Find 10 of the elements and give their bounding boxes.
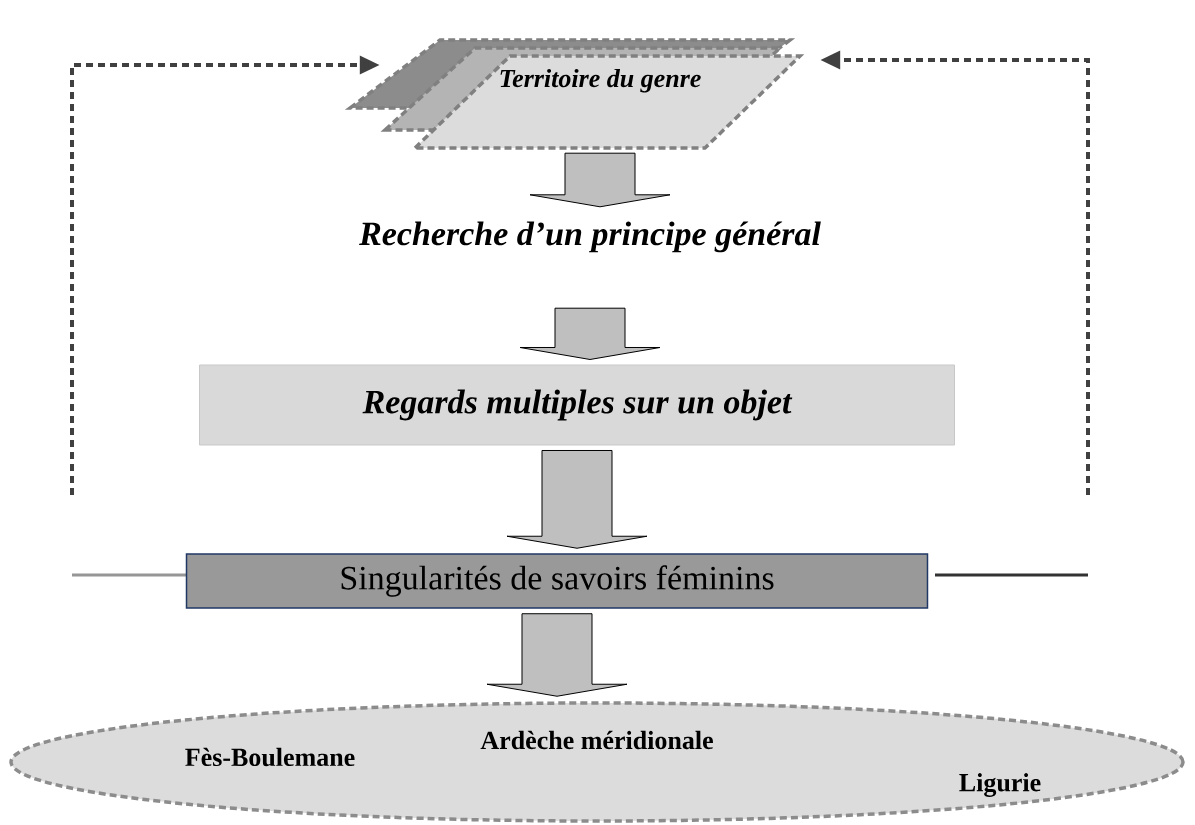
process-box: Singularités de savoirs féminins bbox=[185, 553, 929, 609]
place-name: Ligurie bbox=[959, 773, 1041, 797]
place-name: Fès-Boulemane bbox=[185, 747, 355, 767]
block-arrow bbox=[519, 307, 661, 360]
block-arrow bbox=[506, 450, 648, 549]
process-box: Regards multiples sur un objet bbox=[199, 364, 955, 446]
place-name: Ardèche méridionale bbox=[480, 730, 713, 750]
block-arrow bbox=[486, 613, 628, 697]
heading-text: Recherche d’un principe général bbox=[359, 221, 821, 253]
block-arrow bbox=[529, 152, 671, 208]
